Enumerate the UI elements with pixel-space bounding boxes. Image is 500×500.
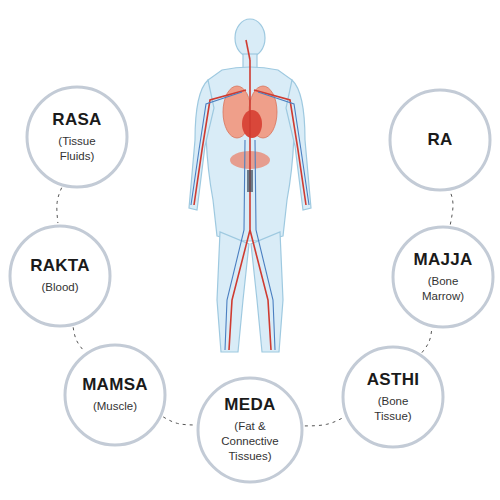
circle-text: MAMSA (Muscle): [82, 375, 148, 414]
tissue-name: MAMSA: [82, 375, 148, 395]
dashed-connector: [163, 417, 195, 425]
dashed-connector: [305, 417, 344, 426]
tissue-name: MAJJA: [413, 250, 472, 270]
circle-text: MEDA (Fat & Connective Tissues): [221, 395, 279, 464]
tissue-circle: RA: [388, 88, 492, 192]
tissue-name: RASA: [52, 110, 101, 130]
tissue-name: RA: [427, 130, 452, 150]
tissue-description: (Tissue Fluids): [51, 134, 103, 164]
tissue-description: (Bone Tissue): [367, 394, 420, 424]
dashed-connector: [73, 327, 84, 351]
tissue-circle: MAMSA (Muscle): [63, 343, 167, 447]
tissue-circle: RASA (Tissue Fluids): [25, 85, 129, 189]
tissue-name: RAKTA: [30, 256, 90, 276]
tissue-circle: MAJJA (Bone Marrow): [391, 225, 495, 329]
circle-outline: [63, 343, 167, 447]
tissue-description: (Muscle): [93, 400, 137, 415]
circle-text: MAJJA (Bone Marrow): [413, 250, 472, 304]
circle-text: ASTHI (Bone Tissue): [367, 370, 420, 424]
circle-text: RAKTA (Blood): [30, 256, 90, 295]
tissue-description: (Bone Marrow): [413, 274, 472, 304]
tissue-name: ASTHI: [367, 370, 420, 390]
tissue-description: (Fat & Connective Tissues): [221, 420, 279, 465]
tissue-description: (Blood): [41, 281, 78, 296]
tissue-circle: MEDA (Fat & Connective Tissues): [196, 376, 304, 484]
circle-text: RASA (Tissue Fluids): [51, 110, 103, 164]
dashed-connector: [57, 188, 62, 223]
circle-text: RA: [427, 130, 452, 150]
tissue-circle: ASTHI (Bone Tissue): [341, 345, 445, 449]
circle-outline: [8, 224, 112, 328]
tissue-circle: RAKTA (Blood): [8, 224, 112, 328]
dashed-connector: [422, 329, 432, 353]
tissue-name: MEDA: [224, 395, 275, 415]
dashed-connector: [450, 192, 453, 225]
